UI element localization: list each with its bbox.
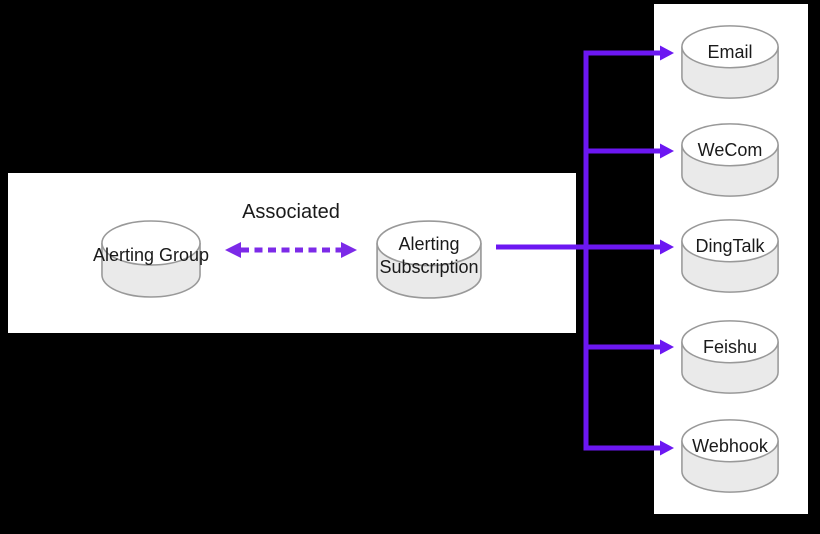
cylinder-icon <box>101 220 201 298</box>
cylinder-icon <box>681 25 779 99</box>
node-label: DingTalk <box>695 236 765 257</box>
node-alerting-subscription: Alerting Subscription <box>375 219 483 300</box>
node-label: WeCom <box>697 140 763 161</box>
cylinder-icon <box>681 419 779 493</box>
node-dingtalk: DingTalk <box>680 218 780 294</box>
node-label: Email <box>707 42 753 63</box>
node-email: Email <box>680 24 780 100</box>
node-label: Feishu <box>702 337 758 358</box>
cylinder-icon <box>681 219 779 293</box>
cylinder-icon <box>681 320 779 394</box>
associated-label: Associated <box>242 201 340 223</box>
cylinder-icon <box>681 123 779 197</box>
node-label: Webhook <box>692 436 768 457</box>
node-wecom: WeCom <box>680 122 780 198</box>
node-webhook: Webhook <box>680 418 780 494</box>
node-label: Alerting Subscription <box>379 233 479 277</box>
cylinder-icon <box>376 220 482 299</box>
node-alerting-group: Alerting Group <box>93 219 209 299</box>
node-label: Alerting Group <box>92 244 210 265</box>
node-feishu: Feishu <box>680 319 780 395</box>
